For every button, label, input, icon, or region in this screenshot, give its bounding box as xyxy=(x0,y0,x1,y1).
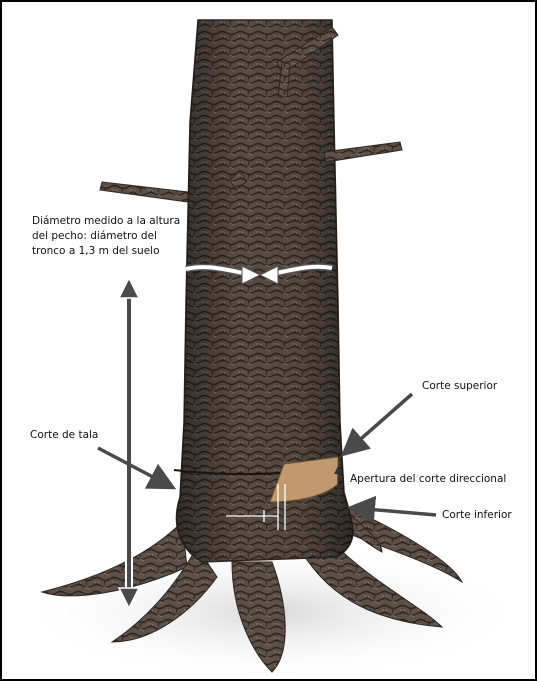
notch-opening-label: Apertura del corte direccional xyxy=(350,472,506,487)
top-cut-pointer xyxy=(346,394,412,452)
dbh-label-line-2: del pecho: diámetro del xyxy=(32,229,212,244)
felling-cut-pointer xyxy=(98,448,170,486)
dbh-label: Diámetro medido a la altura del pecho: d… xyxy=(32,214,212,259)
felling-cut-label: Corte de tala xyxy=(30,428,98,443)
bottom-cut-pointer xyxy=(354,508,436,515)
bottom-cut-label: Corte inferior xyxy=(442,508,512,523)
dbh-label-line-1: Diámetro medido a la altura xyxy=(32,214,212,229)
top-cut-label: Corte superior xyxy=(422,379,497,394)
dbh-label-line-3: tronco a 1,3 m del suelo xyxy=(32,244,212,259)
